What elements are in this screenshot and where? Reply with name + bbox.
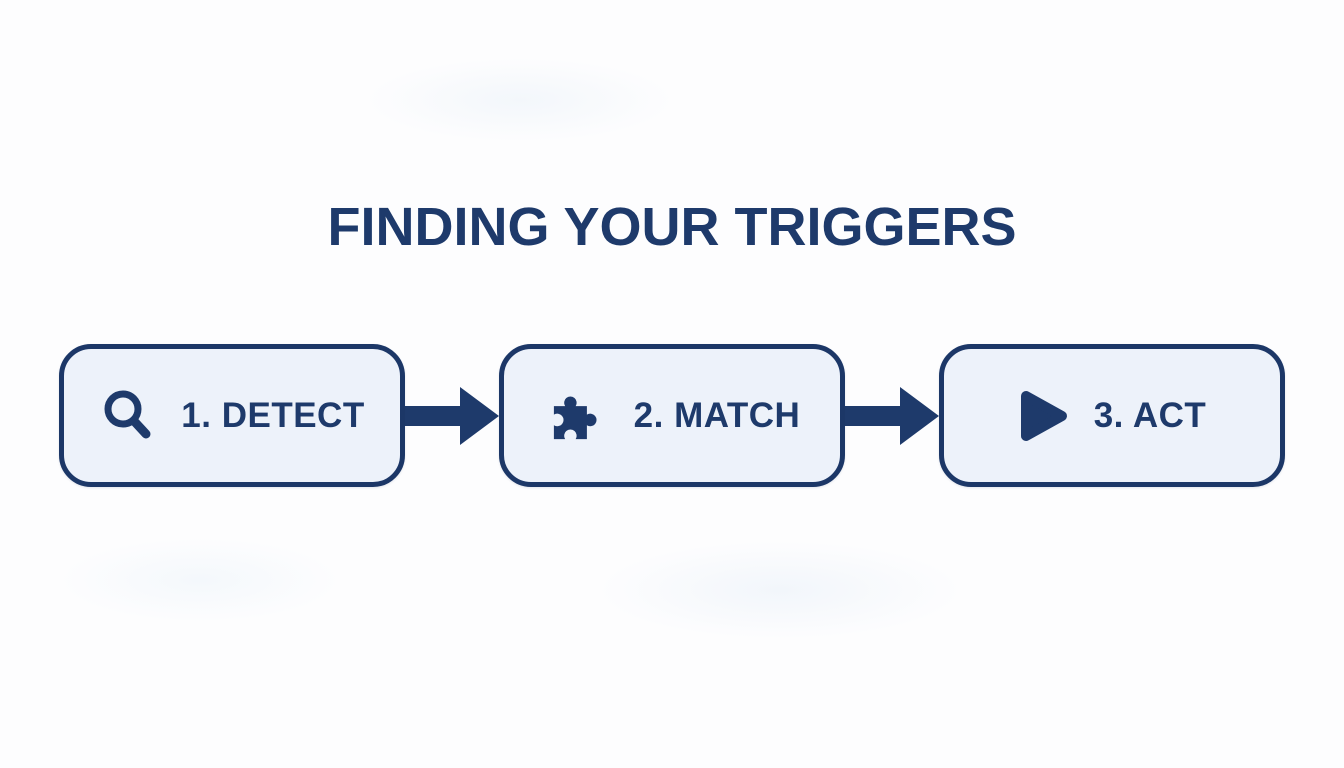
play-icon xyxy=(1018,388,1070,444)
right-arrow-icon xyxy=(845,386,939,445)
right-arrow-icon xyxy=(405,386,499,445)
page-title: FINDING YOUR TRIGGERS xyxy=(327,197,1017,257)
puzzle-piece-icon xyxy=(544,383,610,449)
step-box-detect: 1. DETECT xyxy=(59,344,405,487)
step-label-match: 2. MATCH xyxy=(633,395,801,435)
magnifying-glass-icon xyxy=(99,387,157,445)
step-label-act: 3. ACT xyxy=(1093,395,1207,435)
step-label-detect: 1. DETECT xyxy=(181,395,365,435)
step-box-match: 2. MATCH xyxy=(499,344,845,487)
process-flow: 1. DETECT 2. MATCH xyxy=(0,344,1344,487)
step-box-act: 3. ACT xyxy=(939,344,1285,487)
